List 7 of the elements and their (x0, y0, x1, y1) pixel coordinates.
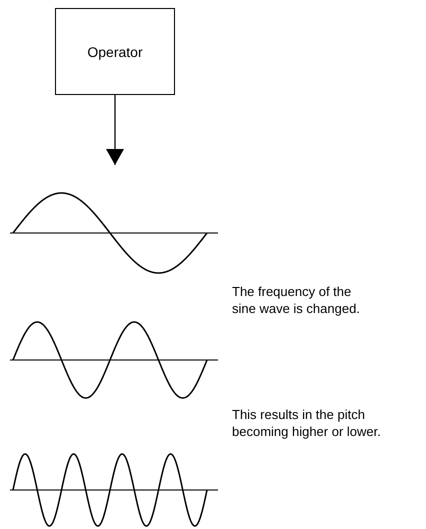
arrow (106, 95, 124, 165)
sine-wave-drawing (10, 321, 218, 399)
annotation-text: This results in the pitch becoming higher or lower. (232, 406, 382, 440)
annotation-text: The frequency of the sine wave is changed. (232, 283, 361, 317)
sine-wave-drawing (10, 192, 218, 274)
sine-wave-drawing (10, 453, 218, 527)
process-box: Operator (55, 8, 175, 95)
